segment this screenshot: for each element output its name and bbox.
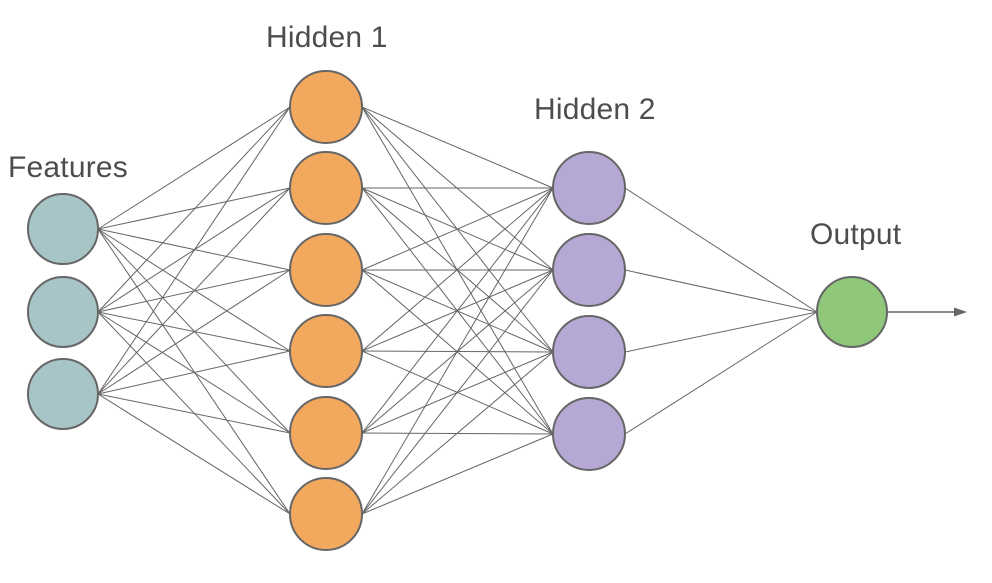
edge-hidden-1-to-hidden-2: [361, 187, 554, 271]
edge-hidden-1-to-hidden-2: [361, 106, 554, 189]
layer-label-output: Output: [810, 218, 902, 251]
edge-features-to-hidden-1: [97, 187, 291, 395]
edge-hidden-2-to-output: [624, 187, 818, 313]
edge-features-to-hidden-1: [97, 228, 291, 515]
node-output-1: [816, 276, 888, 348]
edge-features-to-hidden-1: [97, 187, 291, 230]
layer-label-features: Features: [8, 151, 128, 184]
edge-hidden-2-to-output: [624, 311, 818, 435]
edge-features-to-hidden-1: [97, 393, 291, 515]
node-hidden-1-5: [289, 396, 363, 470]
edge-hidden-2-to-output: [624, 311, 818, 353]
edge-hidden-1-to-hidden-2: [361, 433, 554, 515]
node-hidden-1-1: [289, 70, 363, 144]
edge-hidden-1-to-hidden-2: [361, 351, 554, 515]
layer-label-hidden-2: Hidden 2: [534, 93, 656, 126]
node-hidden-1-4: [289, 314, 363, 388]
edge-features-to-hidden-1: [97, 393, 291, 434]
edge-hidden-1-to-hidden-2: [361, 187, 554, 434]
edge-features-to-hidden-1: [97, 269, 291, 395]
node-hidden-2-3: [552, 315, 626, 389]
output-arrowhead-icon: [954, 307, 967, 317]
node-features-1: [27, 193, 99, 265]
node-hidden-2-4: [552, 397, 626, 471]
node-features-3: [27, 358, 99, 430]
edge-features-to-hidden-1: [97, 106, 291, 313]
edge-features-to-hidden-1: [97, 106, 291, 395]
node-hidden-2-2: [552, 233, 626, 307]
node-features-2: [27, 276, 99, 348]
edge-hidden-2-to-output: [624, 269, 818, 313]
edge-features-to-hidden-1: [97, 228, 291, 352]
edge-features-to-hidden-1: [97, 106, 291, 230]
layer-label-hidden-1: Hidden 1: [266, 21, 388, 54]
edge-hidden-1-to-hidden-2: [361, 187, 554, 352]
edge-hidden-1-to-hidden-2: [361, 269, 554, 515]
node-hidden-2-1: [552, 151, 626, 225]
node-hidden-1-3: [289, 233, 363, 307]
node-hidden-1-6: [289, 477, 363, 551]
edge-hidden-1-to-hidden-2: [361, 187, 554, 515]
node-hidden-1-2: [289, 151, 363, 225]
edge-features-to-hidden-1: [97, 350, 291, 395]
